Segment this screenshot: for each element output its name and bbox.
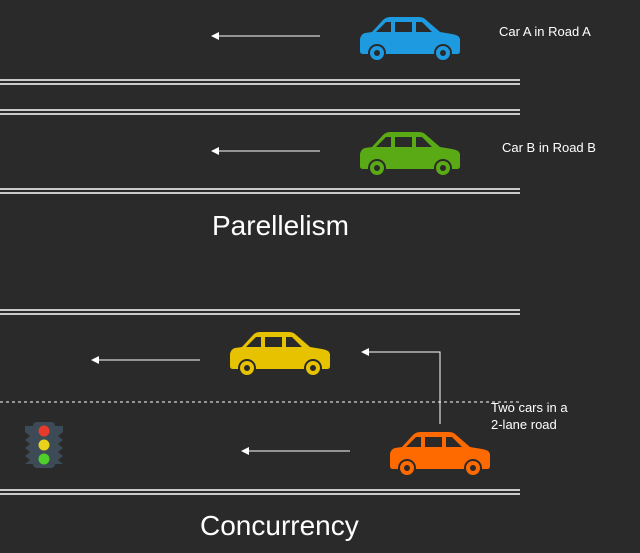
concurrency-title: Concurrency: [200, 510, 359, 541]
yellow-car-icon: [230, 332, 330, 377]
concurrency-note-line2: 2-lane road: [491, 417, 557, 432]
road-a: [0, 79, 520, 85]
concurrency-note-line1: Two cars in a: [491, 400, 568, 415]
traffic-light-icon: [25, 422, 63, 468]
orange-car-icon: [390, 432, 490, 477]
car-b-icon: [360, 132, 460, 177]
parallelism-title: Parellelism: [212, 210, 349, 241]
car-a-label: Car A in Road A: [499, 24, 591, 39]
lane-change-arrow-icon: [361, 348, 441, 424]
road-b: [0, 109, 520, 194]
car-a-icon: [360, 17, 460, 62]
shared-road: [0, 309, 520, 495]
car-b-label: Car B in Road B: [502, 140, 596, 155]
